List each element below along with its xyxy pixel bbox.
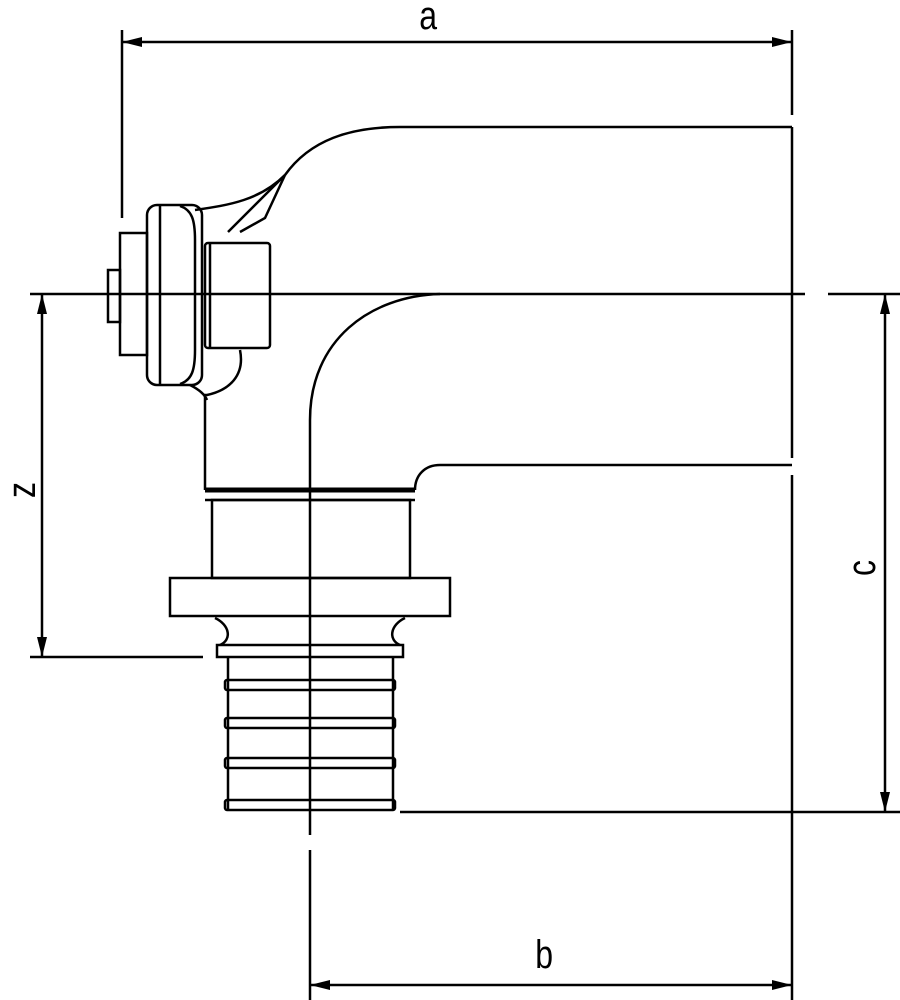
dimension-c (400, 294, 900, 814)
center-lines (30, 292, 900, 1000)
dimension-z (30, 294, 203, 659)
elbow-body (189, 125, 794, 1000)
dimension-label-c: c (840, 560, 884, 576)
pipe-connector (168, 487, 452, 812)
dimension-label-b: b (535, 933, 554, 977)
dimension-a (120, 30, 794, 218)
nut (106, 203, 272, 387)
dimension-label-a: a (419, 0, 438, 38)
dimension-label-z: z (0, 482, 44, 498)
